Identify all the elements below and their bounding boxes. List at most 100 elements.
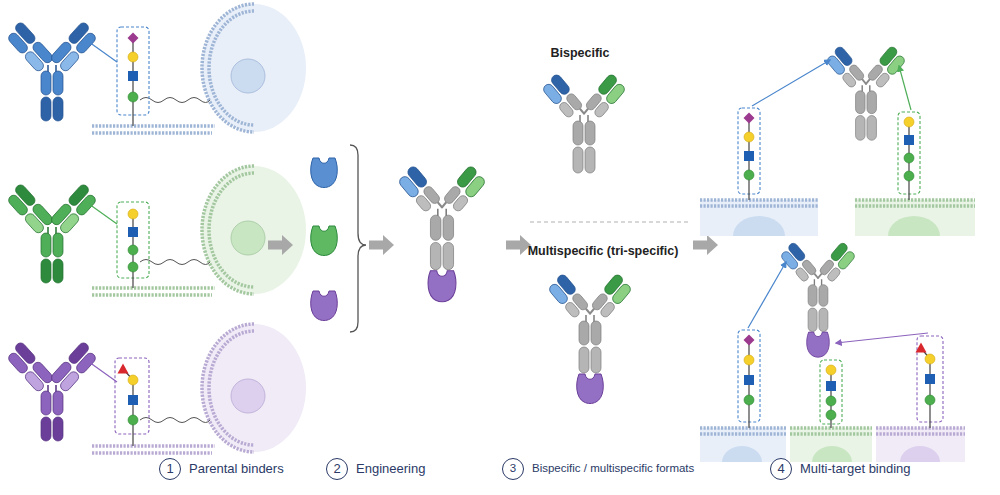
mannose-circle bbox=[904, 171, 914, 181]
engineered-antibody bbox=[779, 242, 858, 332]
mannose-circle bbox=[744, 395, 754, 405]
cell-body bbox=[700, 428, 786, 462]
process-arrow bbox=[693, 235, 718, 255]
parental-row bbox=[5, 324, 306, 453]
nucleus bbox=[888, 216, 940, 236]
galactose-circle bbox=[925, 354, 935, 364]
purple-binder bbox=[428, 271, 456, 302]
glcnac-square bbox=[904, 135, 914, 145]
blue-binder bbox=[311, 158, 338, 188]
parental-row bbox=[5, 166, 306, 295]
purple-binder bbox=[311, 291, 338, 321]
green-binder bbox=[311, 226, 338, 256]
green-row bbox=[5, 166, 306, 295]
glcnac-square bbox=[128, 395, 138, 405]
binding-arrow bbox=[836, 333, 928, 343]
galactose-circle bbox=[128, 52, 138, 62]
step-circle: 4Multi-target binding bbox=[770, 458, 792, 480]
engineered-antibody bbox=[396, 165, 488, 270]
binding-arrow bbox=[748, 262, 786, 328]
step-number: 1 bbox=[160, 459, 180, 479]
step-number: 3 bbox=[503, 459, 523, 479]
sialic-acid-diamond bbox=[744, 113, 755, 124]
trispecific-antibody bbox=[546, 273, 633, 373]
mannose-circle bbox=[826, 396, 836, 406]
glcnac-square bbox=[826, 381, 836, 391]
engineered-antibody bbox=[824, 45, 907, 140]
purple-binder bbox=[577, 374, 604, 404]
blue-row bbox=[5, 4, 306, 133]
galactose-circle bbox=[904, 117, 914, 127]
bispecific-antibody bbox=[540, 73, 627, 173]
engineered-construct bbox=[396, 165, 488, 302]
step-caption: Parental binders bbox=[189, 461, 284, 477]
trispecific-antibody bbox=[779, 242, 858, 332]
cell-membrane bbox=[855, 200, 975, 206]
glcnac-square bbox=[128, 71, 138, 81]
process-arrow bbox=[506, 235, 531, 255]
process-arrow bbox=[369, 235, 394, 255]
fucose-triangle bbox=[916, 343, 927, 353]
cell-body bbox=[855, 200, 975, 236]
step-caption: Multi-target binding bbox=[800, 461, 911, 477]
mannose-circle bbox=[128, 415, 138, 425]
sialic-acid-diamond bbox=[128, 33, 139, 44]
step-number: 2 bbox=[327, 459, 347, 479]
glcnac-square bbox=[925, 374, 935, 384]
mannose-circle bbox=[744, 170, 754, 180]
binder-fragment bbox=[807, 332, 830, 357]
mannose-circle bbox=[904, 153, 914, 163]
cell-membrane bbox=[876, 428, 965, 434]
galactose-circle bbox=[826, 365, 836, 375]
step-caption: Bispecific / multispecific formats bbox=[532, 462, 694, 476]
glcnac-square bbox=[128, 227, 138, 237]
mannose-circle bbox=[128, 262, 138, 272]
step-number: 4 bbox=[771, 459, 791, 479]
nucleus bbox=[722, 446, 762, 462]
bispecific-antibody bbox=[824, 45, 907, 140]
mannose-circle bbox=[925, 395, 935, 405]
format-label: Multispecific (tri-specific) bbox=[528, 244, 679, 258]
format-label: Bispecific bbox=[550, 46, 609, 60]
galactose-circle bbox=[744, 355, 754, 365]
process-arrow bbox=[268, 235, 293, 255]
purple-binder bbox=[807, 332, 830, 357]
step-circle: 3Bispecific / multispecific formats bbox=[502, 458, 524, 480]
glcnac-square bbox=[744, 375, 754, 385]
glycan-box bbox=[117, 27, 149, 115]
fucose-triangle bbox=[118, 364, 129, 374]
parental-row bbox=[5, 4, 306, 133]
galactose-circle bbox=[128, 209, 138, 219]
nucleus bbox=[812, 446, 852, 462]
step-circle: 1Parental binders bbox=[159, 458, 181, 480]
binding-arrow bbox=[899, 66, 911, 110]
cell-membrane bbox=[700, 428, 786, 434]
mannose-circle bbox=[826, 410, 836, 420]
bispecific-binding bbox=[700, 45, 975, 236]
nucleus bbox=[733, 216, 785, 236]
cell-membrane bbox=[790, 428, 872, 434]
sialic-acid-diamond bbox=[744, 335, 755, 346]
glcnac-square bbox=[744, 151, 754, 161]
grouping-bracket bbox=[350, 145, 366, 332]
galactose-circle bbox=[744, 132, 754, 142]
nucleus bbox=[900, 446, 940, 462]
binding-arrow bbox=[752, 60, 830, 106]
mannose-circle bbox=[128, 92, 138, 102]
cell-body bbox=[876, 428, 965, 462]
cell-body bbox=[790, 428, 872, 462]
glycan-box bbox=[115, 358, 149, 434]
galactose-circle bbox=[128, 375, 138, 385]
separator bbox=[530, 222, 690, 223]
step-caption: Engineering bbox=[356, 461, 425, 477]
cell-membrane bbox=[700, 200, 818, 206]
mannose-circle bbox=[128, 245, 138, 255]
purple-row bbox=[5, 324, 306, 453]
cell-body bbox=[700, 200, 818, 236]
trispecific-binding bbox=[700, 242, 965, 462]
glycan-stem bbox=[132, 38, 133, 126]
